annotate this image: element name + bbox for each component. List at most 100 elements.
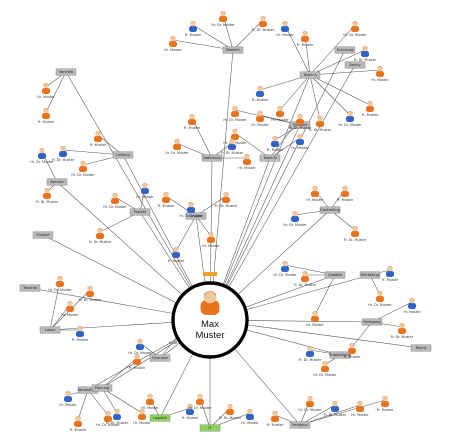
- hub-box-h15[interactable]: Finanzen: [149, 354, 171, 362]
- hub-box-h12[interactable]: Labor: [39, 326, 61, 334]
- hub-box-h21[interactable]: Fertigung: [361, 318, 383, 326]
- person-node[interactable]: Hr. Muster: [276, 20, 294, 37]
- person-node[interactable]: Fr. Muster: [362, 100, 379, 117]
- person-node[interactable]: Fr. Dr. Muster: [52, 145, 75, 162]
- person-node[interactable]: Fr. Dr. Muster: [299, 345, 322, 362]
- person-node[interactable]: Fr. Dr. Muster: [106, 408, 129, 425]
- person-node[interactable]: Hr. Muster: [351, 400, 369, 417]
- person-node[interactable]: Fr. Muster: [337, 185, 354, 202]
- person-node[interactable]: Fr. Muster: [267, 135, 284, 152]
- person-node[interactable]: Hr. Muster: [37, 82, 55, 99]
- person-node[interactable]: Hr. Dr. Muster: [128, 338, 152, 355]
- person-node[interactable]: Fr. Dr. Muster: [252, 15, 275, 32]
- person-node[interactable]: Hr. Dr. Muster: [298, 395, 322, 412]
- person-node[interactable]: Fr. Dr. Muster: [391, 322, 414, 339]
- hub-box-h26[interactable]: Schulung: [334, 46, 356, 54]
- person-node[interactable]: Hr. Muster: [251, 110, 269, 127]
- person-node[interactable]: Hr. Muster: [371, 65, 389, 82]
- person-node[interactable]: Fr. Muster: [382, 265, 399, 282]
- person-node[interactable]: Hr. Dr. Muster: [211, 10, 235, 27]
- person-node[interactable]: Fr. Dr. Muster: [221, 138, 244, 155]
- person-node[interactable]: Hr. Dr. Muster: [338, 110, 362, 127]
- person-node[interactable]: Hr. Dr. Muster: [283, 210, 307, 227]
- person-node[interactable]: Fr. Dr. Muster: [89, 227, 112, 244]
- person-node[interactable]: Fr. Dr. Muster: [324, 400, 347, 417]
- person-node[interactable]: Hr. Dr. Muster: [188, 393, 212, 410]
- person-node[interactable]: Hr. Dr. Muster: [179, 201, 203, 218]
- person-node[interactable]: Hr. Dr. Muster: [223, 128, 247, 145]
- person-node[interactable]: Hr. Dr. Muster: [273, 260, 297, 277]
- hub-box-h18[interactable]: Personal: [289, 421, 311, 429]
- person-node[interactable]: Hr. Muster: [164, 35, 182, 52]
- person-node[interactable]: Fr. Muster: [72, 325, 89, 342]
- hub-box-h16[interactable]: Logistik: [149, 414, 171, 422]
- person-node[interactable]: Fr. Dr. Muster: [215, 191, 238, 208]
- person-node[interactable]: Hr. Muster: [141, 393, 159, 410]
- person-node[interactable]: Fr. Muster: [377, 395, 394, 412]
- person-node[interactable]: Fr. Muster: [344, 342, 361, 359]
- person-node[interactable]: Fr. Dr. Muster: [344, 225, 367, 242]
- person-node[interactable]: Hr. Dr. Muster: [313, 360, 337, 377]
- hub-box-h3[interactable]: Team B: [259, 154, 281, 162]
- person-node[interactable]: Hr. Dr. Muster: [223, 105, 247, 122]
- person-node[interactable]: Hr. Muster: [306, 185, 324, 202]
- hub-box-h20[interactable]: Marketing: [359, 271, 381, 279]
- person-node[interactable]: Hr. Muster: [59, 390, 77, 407]
- person-node[interactable]: Fr. Muster: [158, 191, 175, 208]
- hub-box-h4[interactable]: Abteilung: [201, 154, 223, 162]
- person-node[interactable]: Fr. Muster: [267, 410, 284, 427]
- person-node[interactable]: Hr. Muster: [271, 105, 289, 122]
- person-node[interactable]: Hr. Dr. Muster: [30, 147, 54, 164]
- person-node[interactable]: Fr. Dr. Muster: [294, 270, 317, 287]
- person-node[interactable]: Fr. Dr. Muster: [79, 285, 102, 302]
- person-node[interactable]: Fr. Muster: [38, 107, 55, 124]
- hub-box-h14[interactable]: Planung: [91, 384, 113, 392]
- person-node[interactable]: Hr. Muster: [306, 310, 324, 327]
- center-node[interactable]: Max Muster: [171, 281, 249, 359]
- person-node[interactable]: Fr. Muster: [184, 113, 201, 130]
- person-node[interactable]: Fr. Muster: [182, 403, 199, 420]
- hub-box-h5[interactable]: Gruppe: [185, 212, 207, 220]
- person-node[interactable]: Hr. Dr. Muster: [165, 138, 189, 155]
- person-node[interactable]: Hr. Muster: [136, 182, 154, 199]
- person-node[interactable]: Fr. Muster: [90, 130, 107, 147]
- hub-box-h23[interactable]: Recht: [410, 344, 432, 352]
- person-node[interactable]: Fr. Dr. Muster: [36, 187, 59, 204]
- hub-box-h22[interactable]: Entwicklung: [329, 351, 351, 359]
- person-node[interactable]: Fr. Muster: [252, 85, 269, 102]
- hub-box-h2[interactable]: Team A: [299, 71, 321, 79]
- hub-box-h24[interactable]: Controlling: [319, 206, 341, 214]
- hub-box-h11[interactable]: Technik: [19, 284, 41, 292]
- hub-box-h7[interactable]: Leitung: [112, 151, 134, 159]
- person-node[interactable]: Hr. Muster: [291, 133, 309, 150]
- hub-box-h10[interactable]: Einkauf: [32, 231, 54, 239]
- person-node[interactable]: Hr. Muster: [133, 408, 151, 425]
- person-node[interactable]: Fr. Dr. Muster: [219, 403, 242, 420]
- hub-box-h27[interactable]: Archiv: [344, 61, 366, 69]
- hub-box-h17[interactable]: IT: [199, 424, 221, 432]
- person-node[interactable]: Fr. Muster: [129, 353, 146, 370]
- person-node[interactable]: Hr. Muster: [238, 153, 256, 170]
- person-node[interactable]: Fr. Muster: [185, 20, 202, 37]
- person-node[interactable]: Hr. Dr. Muster: [343, 20, 367, 37]
- person-node[interactable]: Hr. Dr. Muster: [48, 275, 72, 292]
- person-node[interactable]: Fr. Dr. Muster: [289, 113, 312, 130]
- person-node[interactable]: Hr. Muster: [61, 300, 79, 317]
- person-node[interactable]: Fr. Dr. Muster: [354, 45, 377, 62]
- person-node[interactable]: Hr. Dr. Muster: [96, 410, 120, 427]
- hub-box-h6[interactable]: Projekt: [129, 208, 151, 216]
- person-node[interactable]: Hr. Dr. Muster: [103, 192, 127, 209]
- person-node[interactable]: Fr. Dr. Muster: [309, 115, 332, 132]
- person-node[interactable]: Hr. Dr. Muster: [368, 290, 392, 307]
- person-node[interactable]: Hr. Muster: [403, 297, 421, 314]
- person-node[interactable]: Hr. Muster: [241, 408, 259, 425]
- hub-box-h8[interactable]: Vertrieb: [55, 68, 77, 76]
- hub-box-h19[interactable]: Qualität: [324, 271, 346, 279]
- person-node[interactable]: Hr. Muster: [202, 231, 220, 248]
- person-node[interactable]: Fr. Muster: [70, 415, 87, 432]
- person-node[interactable]: Hr. Dr. Muster: [71, 160, 95, 177]
- person-node[interactable]: Fr. Muster: [168, 246, 185, 263]
- person-node[interactable]: Fr. Muster: [297, 30, 314, 47]
- hub-box-h9[interactable]: Service: [46, 178, 68, 186]
- hub-box-h1[interactable]: Bereich: [222, 46, 244, 54]
